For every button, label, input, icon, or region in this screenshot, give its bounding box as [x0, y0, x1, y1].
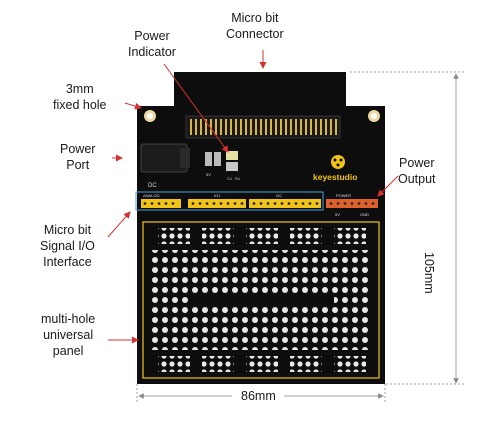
universal-panel-outline: [142, 221, 380, 379]
signal-pin-headers: [141, 199, 321, 208]
connector-pins: [185, 115, 341, 139]
mounting-hole-right: [368, 110, 380, 122]
main-hole-grid: [150, 250, 370, 350]
header-label-io1: IO1: [214, 193, 221, 198]
silk-r1: R1: [235, 176, 241, 181]
top-rail-holes: [158, 228, 366, 244]
silk-c1: C1: [227, 176, 233, 181]
arrow-fixed-hole: [124, 102, 142, 110]
bottom-rail-holes: [158, 356, 366, 372]
power-pin-5v: 5V: [335, 212, 340, 217]
silk-5v: 5V: [206, 172, 211, 177]
dim-width-label: 86mm: [241, 389, 276, 403]
dc-power-jack: [140, 143, 190, 173]
mounting-hole-left: [144, 110, 156, 122]
microbit-connector-tab: [174, 72, 346, 110]
header-label-analog: ANALOG: [143, 193, 160, 198]
dc-silk-label: DC: [148, 183, 157, 189]
annotation-arrows: [107, 50, 399, 344]
arrow-signal-interface: [107, 211, 131, 238]
brand-logo: [331, 155, 345, 169]
power-pin-gnd: GND: [360, 212, 369, 217]
arrow-power-indicator: [163, 63, 229, 153]
header-label-i2c: I2C: [276, 193, 282, 198]
capacitor: [205, 152, 221, 166]
signal-interface-highlight: [135, 191, 324, 211]
arrow-power-output: [377, 175, 399, 197]
dim-height-label: 105mm: [422, 252, 436, 294]
pcb-board: DC 5V C1 R1 keyestudio ANALOG IO1 I2C PO…: [135, 72, 385, 384]
power-indicator-led: [226, 151, 238, 171]
brand-name: keyestudio: [313, 172, 357, 182]
header-label-power: POWER: [336, 193, 351, 198]
header-pin-dots: [143, 202, 375, 205]
